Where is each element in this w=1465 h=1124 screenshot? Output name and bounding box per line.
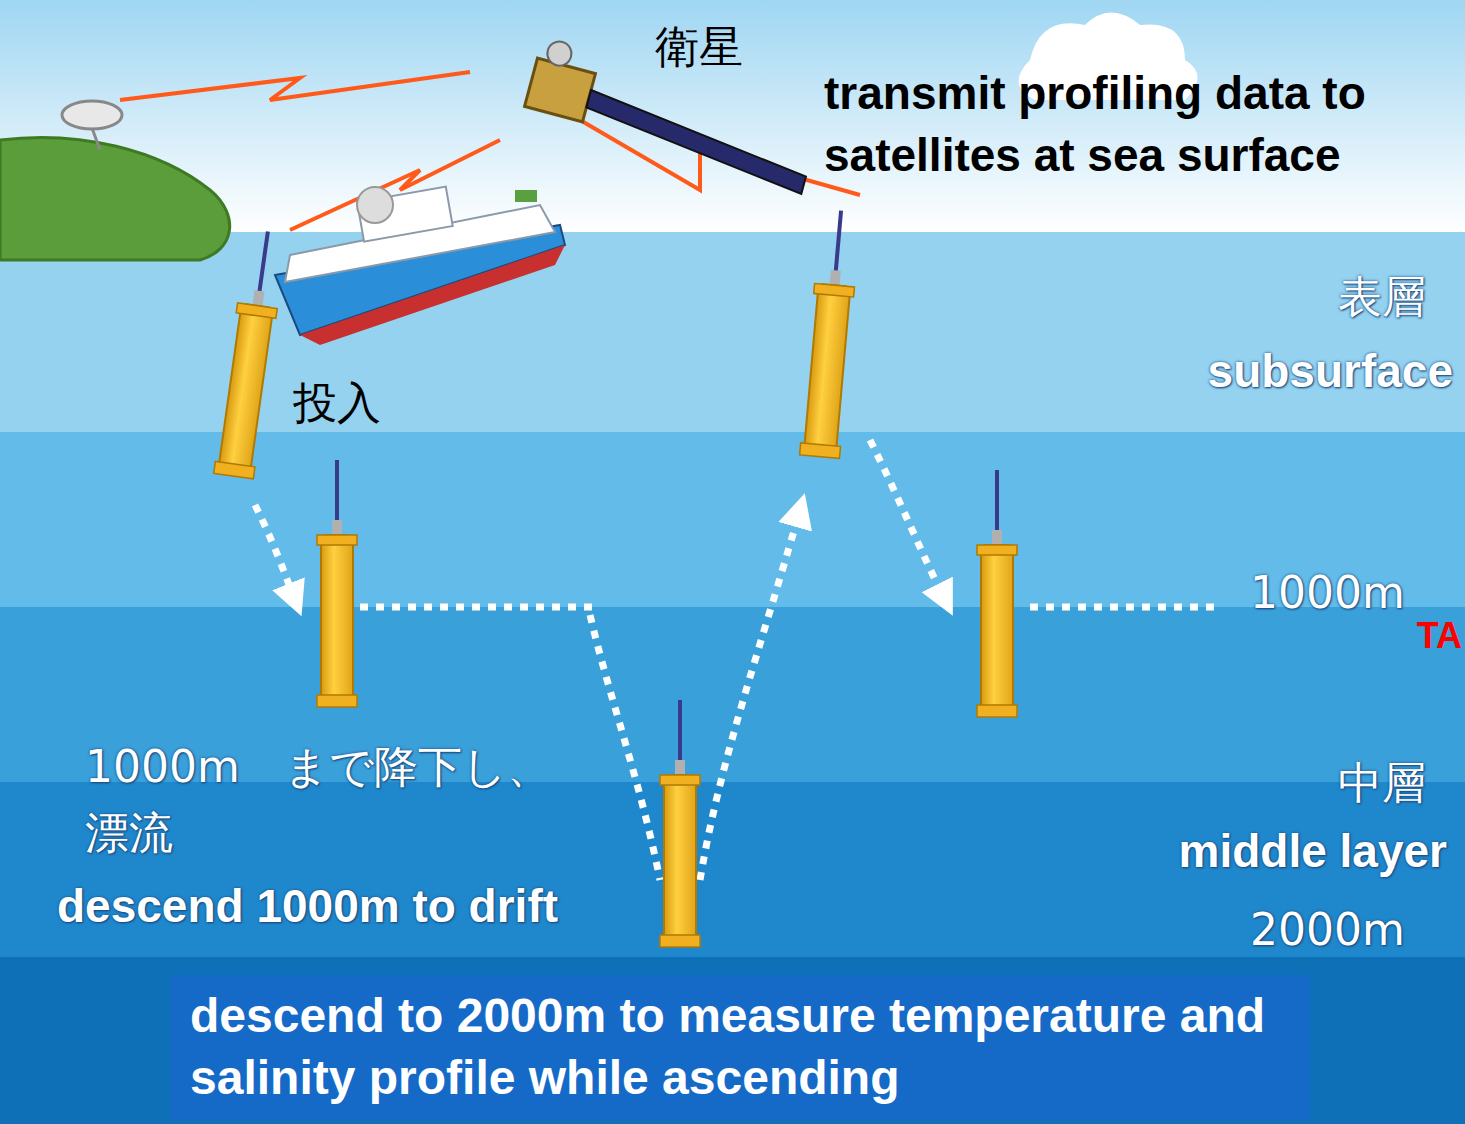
label-text: 1000m まで降下し、: [85, 742, 551, 793]
label-text: 漂流: [85, 808, 173, 859]
label-text: 1000m: [1250, 568, 1405, 619]
caption-box: descend to 2000m to measure temperature …: [170, 975, 1310, 1120]
label-text: 中層: [1338, 758, 1426, 809]
label-text: TA: [1417, 615, 1462, 656]
label-text: 表層: [1338, 272, 1426, 323]
label-text: 投入: [293, 378, 381, 429]
label-text: 衛星: [655, 22, 743, 73]
box-text: descend to 2000m to measure temperature …: [190, 985, 1290, 1110]
label-text: 2000m: [1250, 905, 1405, 956]
label-text: subsurface: [1208, 345, 1453, 398]
label-text: descend 1000m to drift: [57, 880, 558, 933]
label-text: middle layer: [1179, 825, 1447, 878]
label-text: transmit profiling data to satellites at…: [824, 62, 1464, 186]
